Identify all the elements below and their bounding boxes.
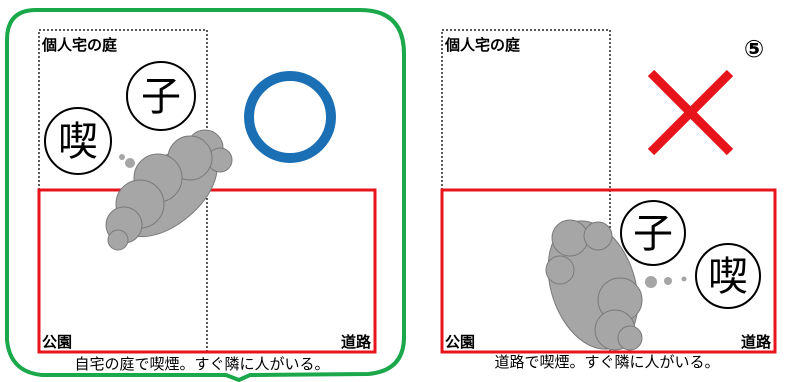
left-child-person: 子 — [126, 61, 196, 131]
right-road-label: 道路 — [741, 333, 772, 351]
right-smoke-cloud — [545, 219, 643, 351]
right-verdict-cross-mark — [647, 69, 734, 156]
right-caption: 道路で喫煙。すぐ隣に人がいる。 — [494, 353, 719, 371]
right-smoker-person: 喫 — [695, 243, 761, 309]
left-child-label: 子 — [141, 74, 181, 120]
right-panel-number: ⑤ — [744, 35, 764, 63]
left-smoker-label: 喫 — [58, 119, 98, 165]
left-caption: 自宅の庭で喫煙。すぐ隣に人がいる。 — [74, 355, 329, 373]
left-park-label: 公園 — [42, 333, 72, 351]
right-panel: 個人宅の庭 公園 道路 ⑤ 子 喫 — [440, 29, 777, 371]
left-road-label: 道路 — [341, 333, 372, 351]
right-park-road-area — [440, 188, 777, 354]
right-house-label: 個人宅の庭 — [444, 36, 521, 54]
right-thought-bubble-small — [681, 276, 687, 282]
right-thought-bubble-medium — [664, 277, 672, 285]
left-house-label: 個人宅の庭 — [41, 36, 118, 54]
left-verdict-circle-mark — [244, 71, 336, 163]
left-thought-bubble-large — [125, 158, 135, 168]
right-thought-bubble-large — [645, 276, 657, 288]
right-child-label: 子 — [633, 211, 673, 257]
left-panel: 個人宅の庭 公園 道路 子 喫 自宅の庭で喫煙。すぐ隣に人がいる。 — [5, 8, 406, 382]
right-smoker-label: 喫 — [708, 254, 748, 300]
left-smoker-person: 喫 — [44, 107, 112, 175]
left-panel-green-frame — [5, 8, 406, 382]
right-house-garden-area — [441, 29, 611, 191]
right-child-person: 子 — [620, 200, 686, 266]
right-park-label: 公園 — [445, 333, 475, 351]
left-smoke-cloud — [105, 129, 233, 251]
left-thought-bubble-small — [119, 154, 125, 160]
